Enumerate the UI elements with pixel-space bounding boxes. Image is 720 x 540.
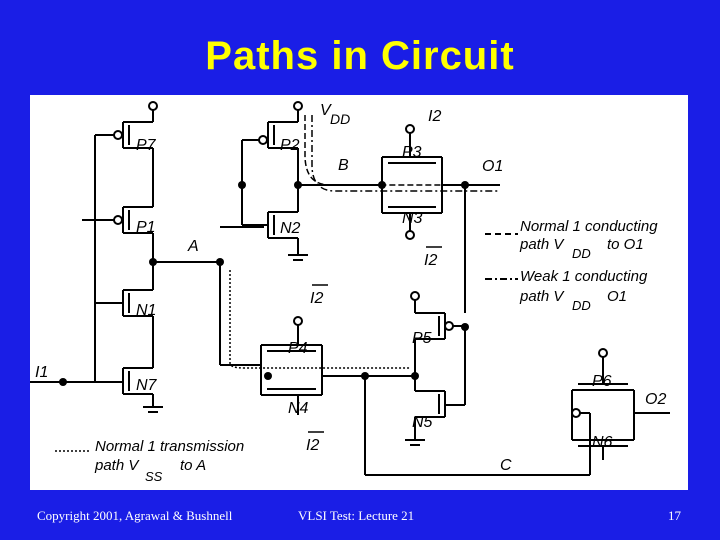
legend-trans-line2-sub: SS xyxy=(145,469,163,484)
label-n1: N1 xyxy=(136,302,156,319)
weak-path-line xyxy=(311,115,500,192)
label-p7: P7 xyxy=(136,137,157,154)
label-n5: N5 xyxy=(412,414,433,431)
label-i1: I1 xyxy=(35,364,48,381)
circuit-panel: P7 P1 N1 N7 I1 P2 N2 A B V DD P3 N3 I2 O… xyxy=(30,95,688,490)
label-n2: N2 xyxy=(280,220,301,237)
legend-weak-line2-post: O1 xyxy=(607,288,627,305)
label-n6: N6 xyxy=(592,434,613,451)
footer-lecture: VLSI Test: Lecture 21 xyxy=(298,508,415,523)
page-number: 17 xyxy=(668,508,681,523)
slide-title: Paths in Circuit xyxy=(205,34,515,78)
label-p1: P1 xyxy=(136,219,156,236)
legend-normal-line2-pre: path V xyxy=(519,236,565,253)
label-p5: P5 xyxy=(412,330,432,347)
legend-trans-line1: Normal 1 transmission xyxy=(95,438,244,455)
label-n7: N7 xyxy=(136,377,158,394)
legend-normal-line1: Normal 1 conducting xyxy=(520,218,658,235)
overlines xyxy=(308,246,442,433)
label-i2-top: I2 xyxy=(428,108,441,125)
wires xyxy=(30,110,670,476)
label-i2-n3: I2 xyxy=(424,252,437,269)
legend-normal-line2-sub: DD xyxy=(572,246,591,261)
label-p4: P4 xyxy=(288,340,308,357)
label-o2: O2 xyxy=(645,391,666,408)
label-vdd-sub: DD xyxy=(330,111,350,127)
legend-trans-line2-pre: path V xyxy=(94,457,140,474)
component-labels: P7 P1 N1 N7 I1 P2 N2 A B V DD P3 N3 I2 O… xyxy=(35,102,666,474)
label-i2-p4: I2 xyxy=(310,290,323,307)
label-p2: P2 xyxy=(280,137,300,154)
legend-normal-line2-post: to O1 xyxy=(607,236,644,253)
legend-weak-line1: Weak 1 conducting xyxy=(520,268,648,285)
gate-bubbles xyxy=(113,101,608,418)
label-a: A xyxy=(187,238,199,255)
transmission-path-line xyxy=(229,270,410,369)
label-p3: P3 xyxy=(402,144,422,161)
ground-symbols xyxy=(143,254,425,446)
label-b: B xyxy=(338,157,349,174)
label-c: C xyxy=(500,457,512,474)
legend-weak-line2-pre: path V xyxy=(519,288,565,305)
legend: Normal 1 conducting path V DD to O1 Weak… xyxy=(94,218,658,484)
label-p6: P6 xyxy=(592,373,612,390)
legend-weak-line2-sub: DD xyxy=(572,298,591,313)
label-o1: O1 xyxy=(482,158,503,175)
legend-trans-line2-post: to A xyxy=(180,457,206,474)
label-n4: N4 xyxy=(288,400,309,417)
label-i2-n4: I2 xyxy=(306,437,319,454)
label-n3: N3 xyxy=(402,210,423,227)
footer-copyright: Copyright 2001, Agrawal & Bushnell xyxy=(37,508,233,523)
label-vdd-v: V xyxy=(320,102,332,119)
circuit-diagram: P7 P1 N1 N7 I1 P2 N2 A B V DD P3 N3 I2 O… xyxy=(30,101,670,484)
